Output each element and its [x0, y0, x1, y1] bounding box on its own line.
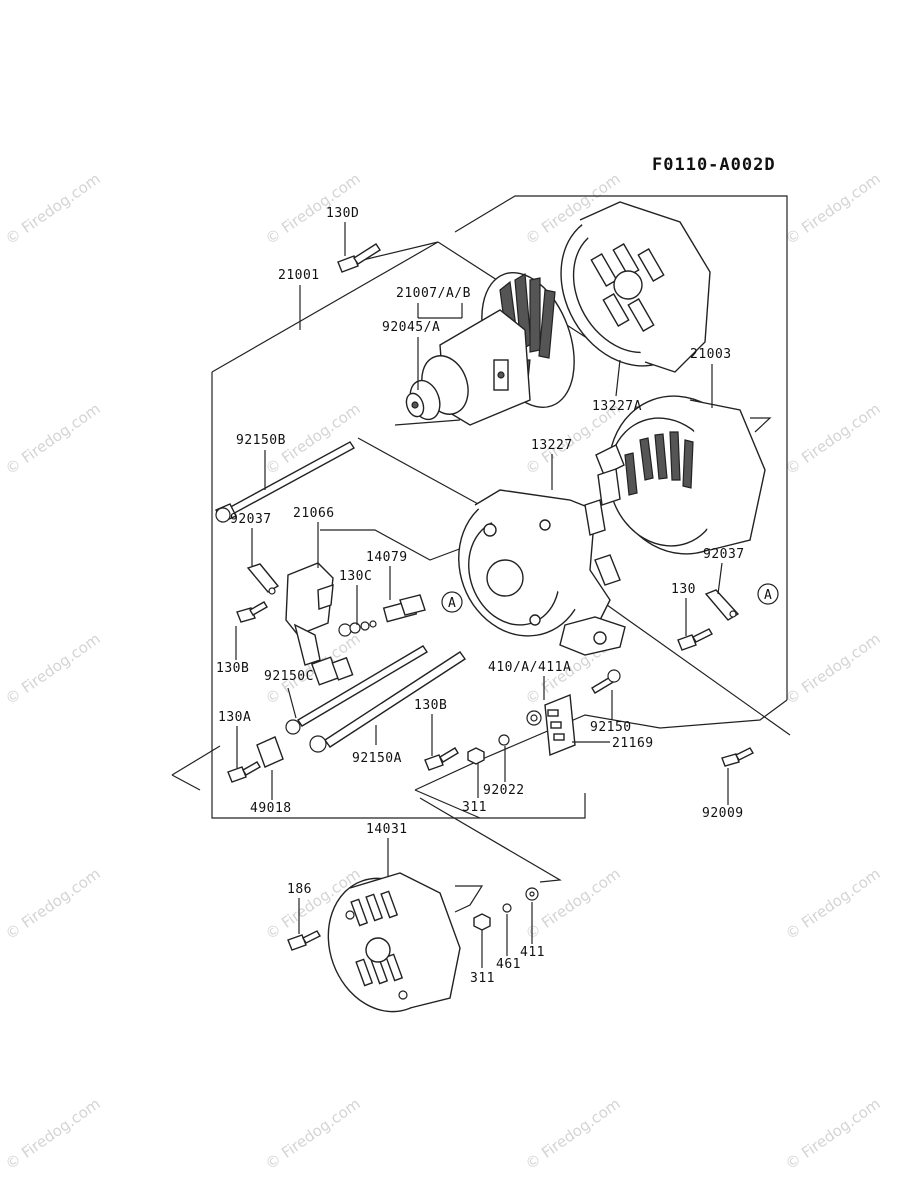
leader-lines [235, 222, 729, 968]
screws-130C [338, 620, 377, 637]
part-label-21169: 21169 [612, 736, 654, 751]
watermark: © Firedog.com [262, 1095, 364, 1174]
part-label-311-upper: 311 [462, 800, 487, 815]
reference-mark-a-right [757, 583, 779, 605]
part-label-21007: 21007/A/B [396, 286, 471, 301]
part-label-92022: 92022 [483, 783, 525, 798]
nut-311-upper [467, 747, 485, 765]
part-label-130: 130 [671, 582, 696, 597]
part-label-311-lower: 311 [470, 971, 495, 986]
washer-410-inner [530, 714, 538, 722]
reference-mark-letter: A [448, 596, 456, 611]
washer-92022 [498, 734, 510, 746]
diagram-code: F0110-A002D [652, 155, 776, 175]
bolt-92150 [591, 669, 621, 694]
part-labels: 130D 21001 21007/A/B 92045/A 13227A 2100… [216, 206, 745, 986]
watermark: © Firedog.com [2, 865, 104, 944]
part-label-92150B: 92150B [236, 433, 286, 448]
part-label-92045: 92045/A [382, 320, 440, 335]
watermark: © Firedog.com [522, 1095, 624, 1174]
watermark: © Firedog.com [782, 400, 884, 479]
reference-mark-letter: A [764, 588, 772, 603]
bolt-186 [287, 930, 321, 951]
part-drawings [215, 201, 779, 1013]
watermark: © Firedog.com [782, 630, 884, 709]
brush-holder-14079 [382, 594, 426, 623]
rear-frame-13227A [560, 201, 711, 373]
reference-mark-a-left [441, 591, 463, 613]
part-label-13227A: 13227A [592, 399, 642, 414]
bolt-92009 [721, 747, 754, 767]
watermark: © Firedog.com [2, 630, 104, 709]
watermark: © Firedog.com [2, 170, 104, 249]
rotor-21007 [405, 271, 575, 426]
part-label-130D: 130D [326, 206, 359, 221]
bolt-130A [227, 761, 261, 783]
part-label-14079: 14079 [366, 550, 408, 565]
part-label-21003: 21003 [690, 347, 732, 362]
clip-92037-right [704, 589, 740, 621]
bolt-130D [337, 243, 381, 273]
front-frame-13227 [458, 489, 626, 656]
cover-14031 [327, 872, 461, 1013]
part-label-130B-lower: 130B [414, 698, 447, 713]
part-label-14031: 14031 [366, 822, 408, 837]
watermark: © Firedog.com [2, 1095, 104, 1174]
nut-311-lower [473, 913, 491, 931]
part-label-461: 461 [496, 957, 521, 972]
terminal-21169 [544, 694, 576, 756]
bracket-49018 [256, 736, 284, 768]
bolt-130B-lower [424, 747, 459, 771]
part-label-92150A: 92150A [352, 751, 402, 766]
part-label-21001: 21001 [278, 268, 320, 283]
clip-92037-left [246, 563, 280, 595]
watermark: © Firedog.com [782, 865, 884, 944]
watermark: © Firedog.com [2, 400, 104, 479]
part-label-92037-right: 92037 [703, 547, 745, 562]
part-label-130C: 130C [339, 569, 372, 584]
watermark: © Firedog.com [782, 1095, 884, 1174]
watermark: © Firedog.com [522, 865, 624, 944]
part-label-13227: 13227 [531, 438, 573, 453]
part-label-92150: 92150 [590, 720, 632, 735]
part-label-49018: 49018 [250, 801, 292, 816]
washer-461 [502, 903, 512, 913]
part-label-130B-upper: 130B [216, 661, 249, 676]
assembly-outline [171, 195, 791, 913]
part-label-130A: 130A [218, 710, 251, 725]
bolt-130 [677, 628, 713, 651]
part-label-21066: 21066 [293, 506, 335, 521]
connector [310, 656, 354, 686]
bolt-130B [236, 601, 268, 623]
bolt-92150A [309, 651, 466, 753]
part-label-411: 411 [520, 945, 545, 960]
part-label-92037-left: 92037 [230, 512, 272, 527]
bolt-92150B [215, 441, 356, 523]
part-label-92009: 92009 [702, 806, 744, 821]
part-label-186: 186 [287, 882, 312, 897]
washer-411-inner [529, 891, 535, 897]
bolt-92150C [285, 645, 428, 735]
part-label-410: 410/A/411A [488, 660, 571, 675]
part-label-92150C: 92150C [264, 669, 314, 684]
watermark: © Firedog.com [782, 170, 884, 249]
stator-21003 [595, 395, 766, 555]
